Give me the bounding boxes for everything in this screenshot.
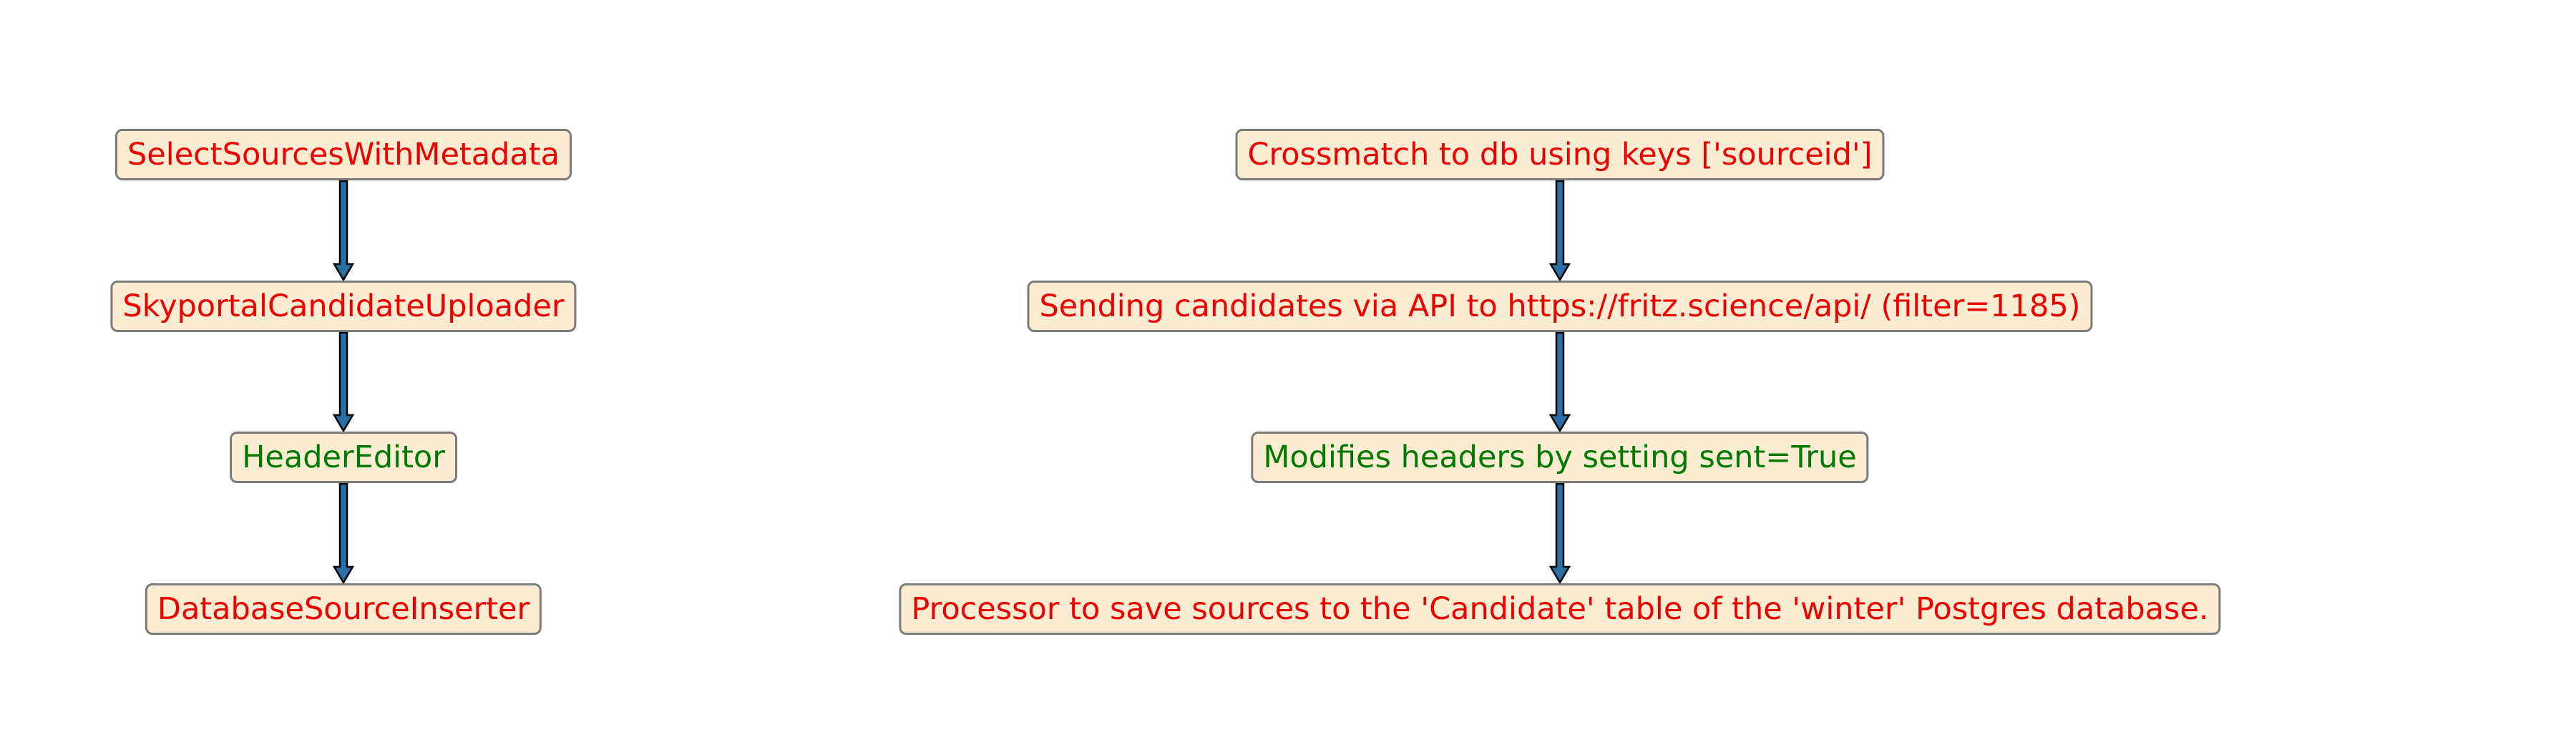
node-header-editor: HeaderEditor (230, 432, 457, 483)
flow-arrow-col1-1 (1548, 331, 1571, 433)
node-sending-candidates-desc: Sending candidates via API to https://fr… (1027, 281, 2093, 332)
flow-arrow-col0-2 (332, 482, 355, 585)
node-skyportal-uploader: SkyportalCandidateUploader (110, 281, 577, 332)
flow-arrow-col0-1 (332, 331, 355, 433)
flow-arrow-col1-0 (1548, 180, 1571, 282)
node-select-sources: SelectSourcesWithMetadata (115, 129, 572, 180)
flow-arrow-col1-2 (1548, 482, 1571, 585)
node-modifies-headers-desc: Modifies headers by setting sent=True (1251, 432, 1869, 483)
node-crossmatch-desc: Crossmatch to db using keys ['sourceid'] (1235, 129, 1885, 180)
flow-arrow-col0-0 (332, 180, 355, 282)
node-processor-save-desc: Processor to save sources to the 'Candid… (899, 583, 2221, 635)
node-db-source-inserter: DatabaseSourceInserter (145, 583, 542, 635)
